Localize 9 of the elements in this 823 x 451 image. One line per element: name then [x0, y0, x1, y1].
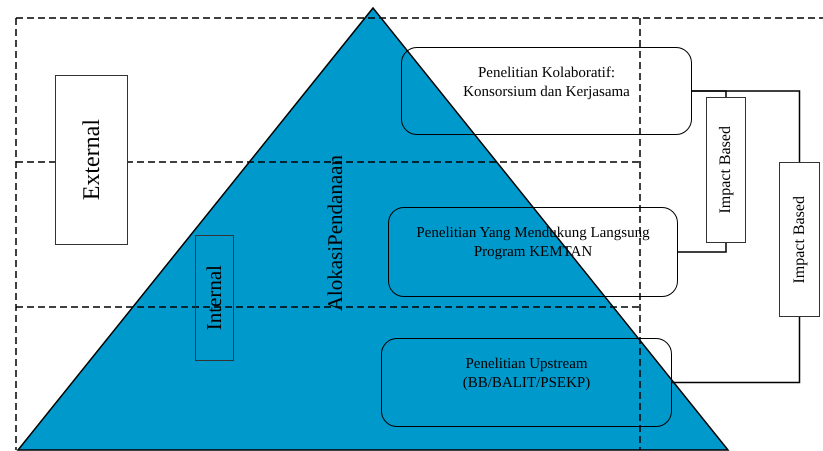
connector-line	[692, 90, 800, 162]
rounded-box: Penelitian Kolaboratif: Konsorsium dan Kerjasama	[401, 47, 692, 135]
label-box: External	[55, 75, 128, 245]
connector-line	[678, 243, 727, 253]
connector-line	[672, 317, 800, 384]
label-box: Internal	[195, 235, 234, 361]
vertical-title: AlokasiPendanaan	[325, 155, 346, 312]
label-box: Impact Based	[706, 97, 746, 243]
label-box: Impact Based	[779, 162, 820, 317]
